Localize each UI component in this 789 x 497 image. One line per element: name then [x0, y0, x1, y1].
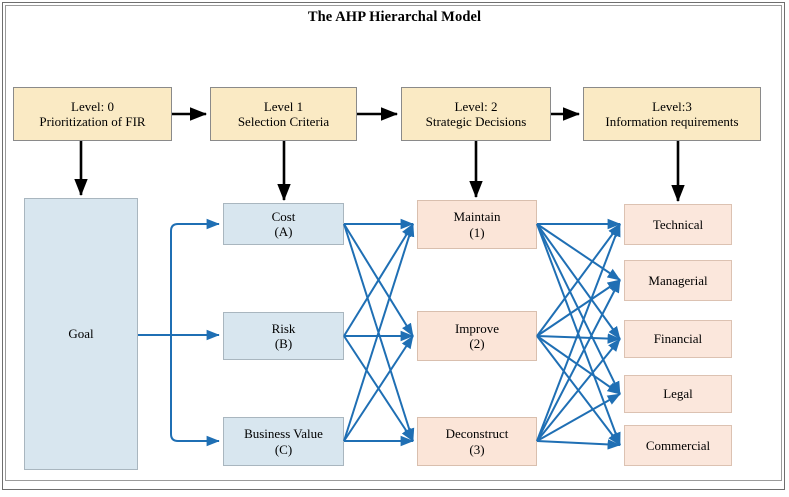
criteria-business-value-code: (C): [274, 441, 293, 457]
criteria-box-risk[interactable]: Risk (B): [223, 312, 344, 360]
level-header-1-line1: Level 1: [263, 98, 304, 114]
decision-maintain-code: (1): [469, 224, 485, 240]
level-header-1-line2: Selection Criteria: [237, 114, 330, 129]
info-box-commercial[interactable]: Commercial: [624, 425, 732, 466]
info-commercial-name: Commercial: [645, 437, 711, 453]
info-financial-name: Financial: [653, 331, 703, 347]
info-managerial-name: Managerial: [648, 272, 708, 288]
level-header-0-line2: Prioritization of FIR: [39, 114, 146, 129]
level-header-2[interactable]: Level: 2 Strategic Decisions: [401, 87, 551, 141]
decision-box-improve[interactable]: Improve (2): [417, 311, 537, 361]
level-header-0[interactable]: Level: 0 Prioritization of FIR: [13, 87, 172, 141]
level-header-0-line1: Level: 0: [71, 98, 114, 114]
decision-improve-code: (2): [469, 336, 485, 351]
level-header-2-line1: Level: 2: [454, 98, 498, 114]
goal-label: Goal: [68, 326, 94, 342]
criteria-cost-code: (A): [274, 224, 293, 239]
decision-box-deconstruct[interactable]: Deconstruct (3): [417, 417, 537, 466]
level-header-1[interactable]: Level 1 Selection Criteria: [210, 87, 357, 141]
decision-box-maintain[interactable]: Maintain (1): [417, 200, 537, 249]
criteria-business-value-name: Business Value: [244, 426, 323, 442]
decision-maintain-name: Maintain: [453, 209, 501, 225]
info-box-technical[interactable]: Technical: [624, 204, 732, 245]
level-header-3[interactable]: Level:3 Information requirements: [583, 87, 761, 141]
level-header-3-line1: Level:3: [652, 98, 692, 114]
criteria-box-cost[interactable]: Cost (A): [223, 203, 344, 245]
criteria-risk-name: Risk: [271, 320, 296, 336]
level-header-3-line2: Information requirements: [605, 114, 739, 129]
info-box-managerial[interactable]: Managerial: [624, 260, 732, 301]
criteria-risk-code: (B): [274, 336, 293, 351]
criteria-box-business-value[interactable]: Business Value (C): [223, 417, 344, 466]
level-header-2-line2: Strategic Decisions: [425, 114, 527, 129]
figure-title: The AHP Hierarchal Model: [307, 9, 482, 25]
decision-deconstruct-code: (3): [469, 441, 485, 457]
info-box-financial[interactable]: Financial: [624, 320, 732, 358]
decision-deconstruct-name: Deconstruct: [445, 426, 509, 442]
info-box-legal[interactable]: Legal: [624, 375, 732, 413]
info-legal-name: Legal: [663, 386, 693, 402]
criteria-cost-name: Cost: [271, 208, 296, 224]
decision-improve-name: Improve: [454, 320, 500, 336]
goal-box[interactable]: Goal: [24, 198, 138, 470]
info-technical-name: Technical: [652, 216, 704, 232]
